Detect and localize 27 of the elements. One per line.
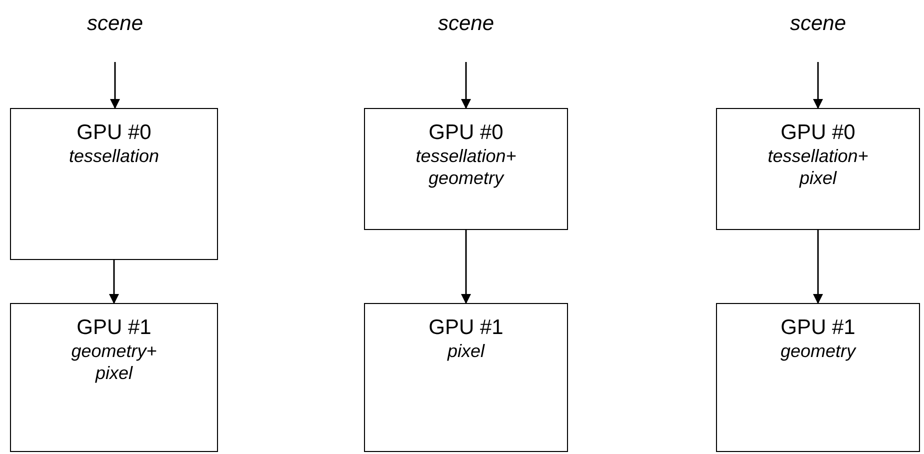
stage-label: pixel	[447, 340, 485, 362]
stage-label: tessellation+ pixel	[766, 145, 870, 189]
arrow	[461, 62, 471, 109]
input-label: scene	[438, 12, 494, 36]
arrow	[813, 230, 823, 304]
arrow	[461, 230, 471, 304]
gpu-box	[716, 108, 920, 230]
gpu-title: GPU #0	[780, 121, 856, 145]
input-label: scene	[790, 12, 846, 36]
gpu-box	[364, 108, 568, 230]
arrow	[109, 260, 119, 304]
arrow	[110, 62, 120, 109]
gpu-title: GPU #0	[76, 121, 152, 145]
gpu-box	[364, 303, 568, 452]
gpu-title: GPU #1	[780, 316, 856, 340]
input-label: scene	[86, 12, 144, 36]
arrow	[813, 62, 823, 109]
stage-label: tessellation+ geometry	[414, 145, 518, 189]
gpu-box	[10, 303, 218, 452]
stage-label: geometry	[780, 340, 856, 362]
gpu-title: GPU #0	[428, 121, 504, 145]
gpu-title: GPU #1	[428, 316, 504, 340]
gpu-box	[716, 303, 920, 452]
stage-label: tessellation	[68, 145, 160, 167]
gpu-title: GPU #1	[76, 316, 152, 340]
stage-label: geometry+ pixel	[70, 340, 158, 384]
gpu-box	[10, 108, 218, 260]
